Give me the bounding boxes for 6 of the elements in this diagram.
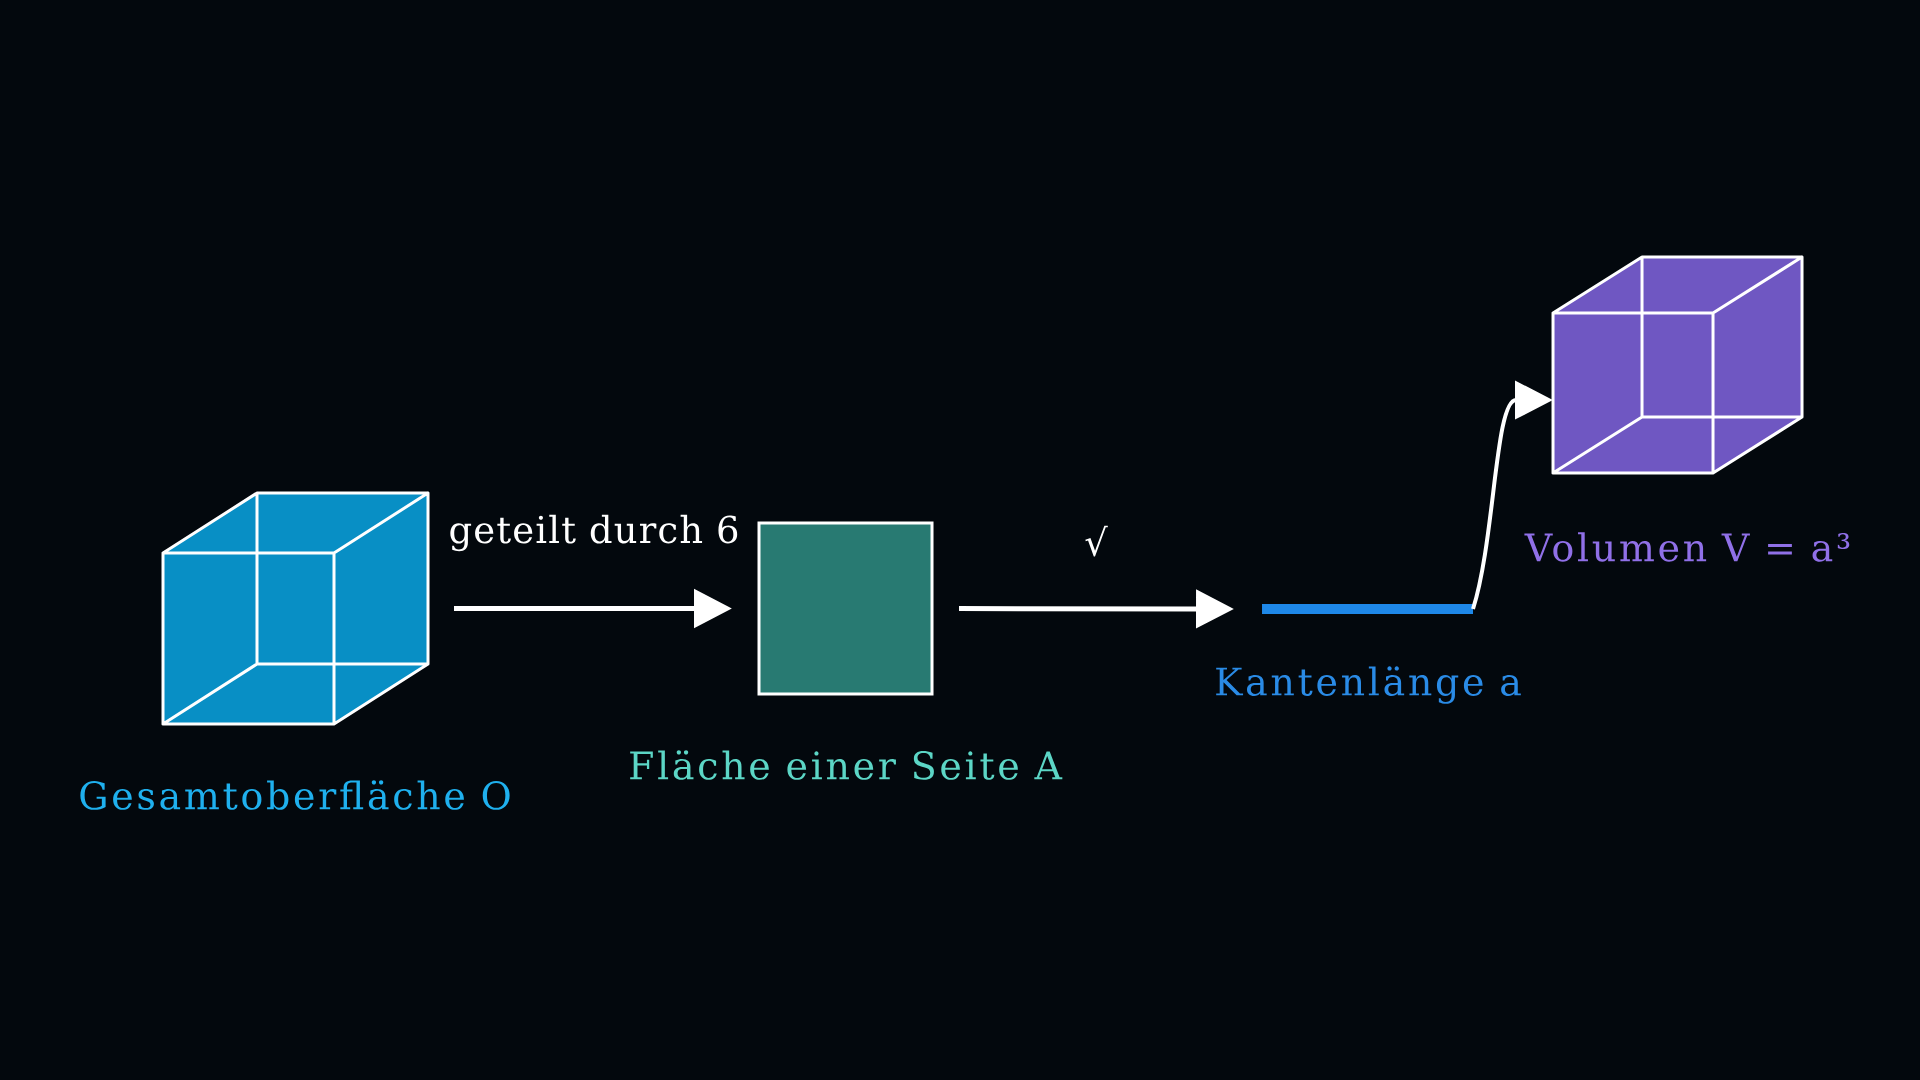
node-label: Kantenlänge a [1216,666,1521,704]
edge-label: geteilt durch 6 [450,514,738,552]
node-label: Gesamtoberfläche O [80,780,510,810]
node-label: Fläche einer Seite A [630,750,1063,780]
node-label: Volumen V = a³ [1524,532,1850,562]
edge-label: √ [1085,525,1108,557]
